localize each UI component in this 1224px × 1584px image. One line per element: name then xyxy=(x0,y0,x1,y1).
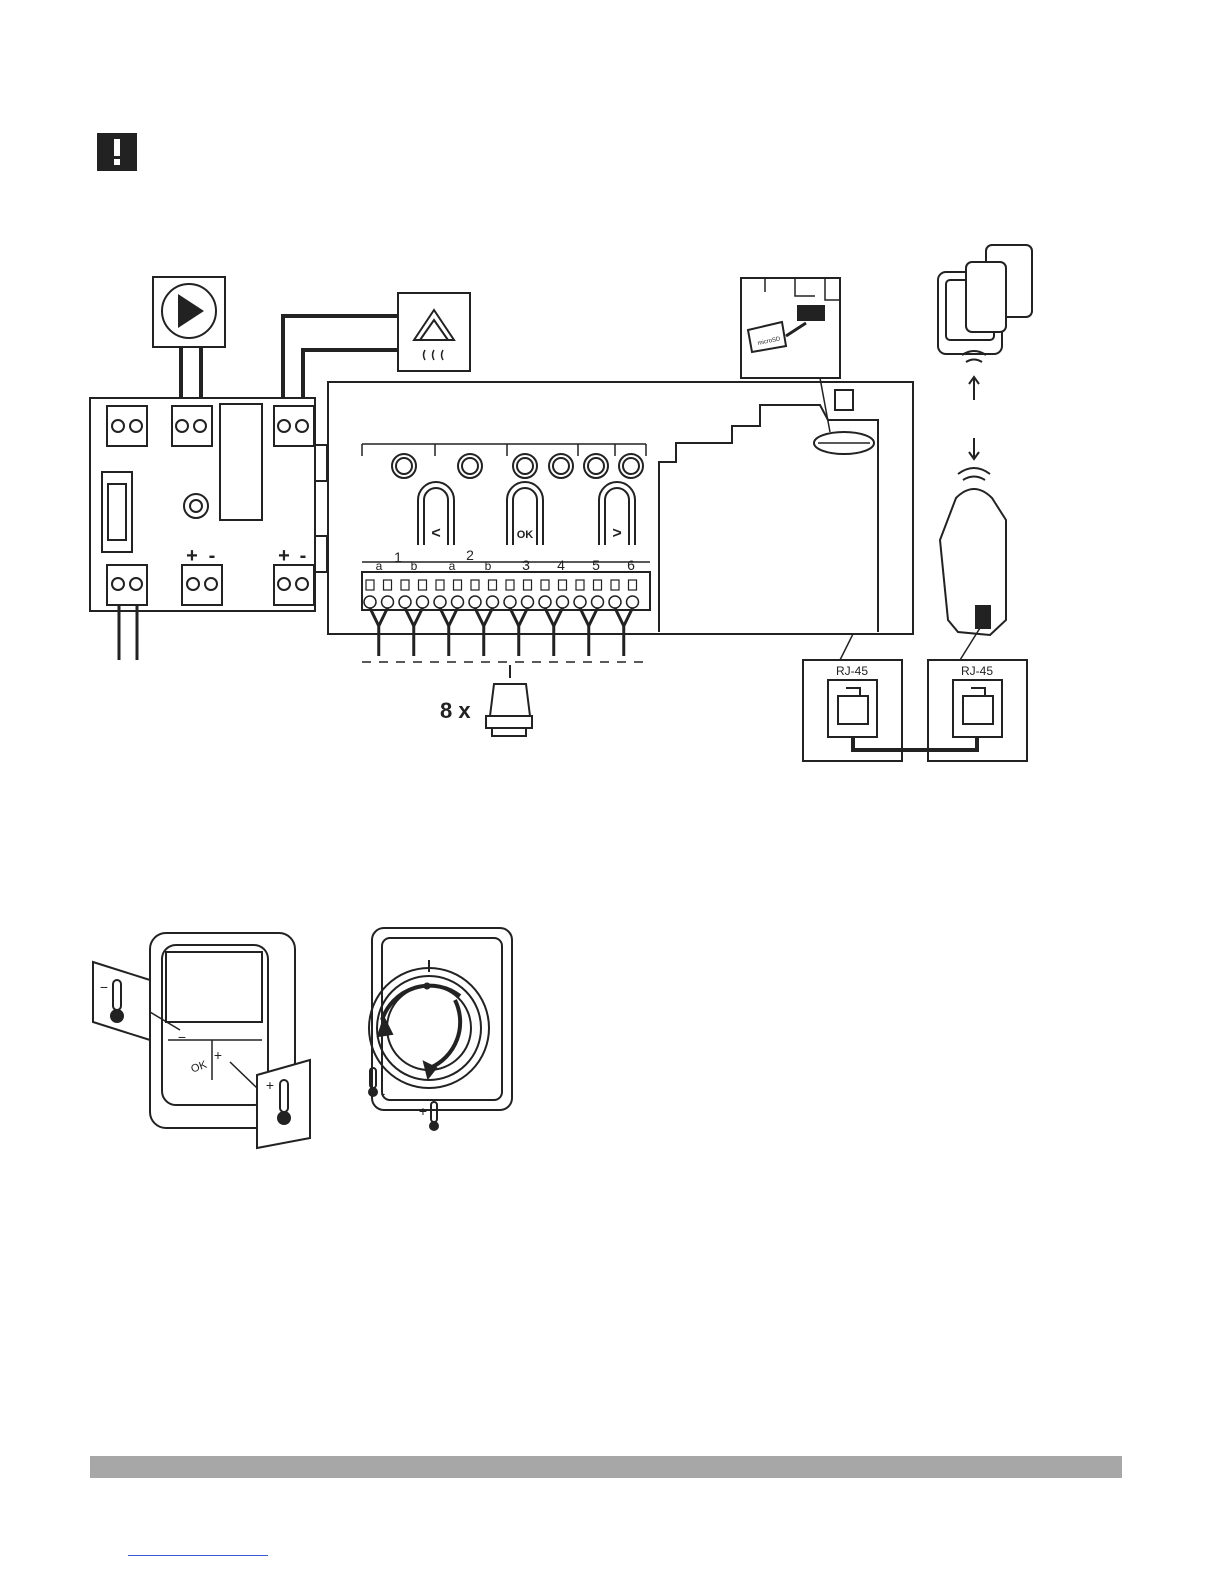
terminal-clamp xyxy=(609,596,621,608)
actuator-icon xyxy=(486,684,532,736)
terminal-clamp xyxy=(382,596,394,608)
heat-source-icon xyxy=(398,293,470,371)
power-minus-label-2: - xyxy=(300,545,307,567)
rj45-left-label: RJ-45 xyxy=(836,664,868,678)
button-left-label: < xyxy=(431,525,440,542)
terminal-clamp xyxy=(417,596,429,608)
terminal-clamp xyxy=(434,596,446,608)
terminal-label-4: 4 xyxy=(557,557,565,573)
wireless-transceiver xyxy=(940,489,1006,635)
terminal-clamp xyxy=(627,596,639,608)
callout-minus-label: − xyxy=(100,979,108,995)
power-plus-label-2: + xyxy=(278,545,290,567)
terminal-clamp xyxy=(574,596,586,608)
terminal-label-3: 3 xyxy=(522,557,530,573)
terminal-label-1a: a xyxy=(376,559,383,573)
dial-minus-label: - xyxy=(381,1085,386,1101)
terminal-clamp xyxy=(452,596,464,608)
terminal-clamp xyxy=(364,596,376,608)
dial-plus-label: + xyxy=(419,1103,427,1119)
footer-bar xyxy=(90,1456,1122,1478)
rj45-right-label: RJ-45 xyxy=(961,664,993,678)
button-right-label: > xyxy=(612,525,621,542)
terminal-clamp xyxy=(557,596,569,608)
pump-icon xyxy=(153,277,225,347)
terminal-label-2b: b xyxy=(485,559,492,573)
room-controller xyxy=(328,382,913,634)
expansion-module xyxy=(90,398,327,611)
terminal-clamp xyxy=(469,596,481,608)
power-minus-label-1: - xyxy=(209,545,216,567)
terminal-label-1: 1 xyxy=(394,549,402,565)
terminal-clamp xyxy=(487,596,499,608)
footer-link-underline[interactable] xyxy=(128,1555,268,1556)
terminal-clamp xyxy=(592,596,604,608)
terminal-clamp xyxy=(539,596,551,608)
callout-plus-label: + xyxy=(266,1077,274,1093)
terminal-clamp xyxy=(399,596,411,608)
power-plus-label-1: + xyxy=(186,545,198,567)
terminal-clamp xyxy=(504,596,516,608)
terminal-label-2: 2 xyxy=(466,547,474,563)
terminal-label-5: 5 xyxy=(592,557,600,573)
terminal-label-1b: b xyxy=(411,559,418,573)
terminal-clamp xyxy=(522,596,534,608)
button-ok-label: OK xyxy=(517,529,534,541)
thermostat-icon xyxy=(938,245,1032,354)
terminal-label-6: 6 xyxy=(627,557,635,573)
actuator-count: 8 x xyxy=(440,698,471,723)
thermostat-plus-label: + xyxy=(214,1047,222,1063)
dial-thermostat xyxy=(369,928,512,1130)
terminal-label-2a: a xyxy=(449,559,456,573)
thermostat-minus-label: − xyxy=(178,1029,186,1045)
